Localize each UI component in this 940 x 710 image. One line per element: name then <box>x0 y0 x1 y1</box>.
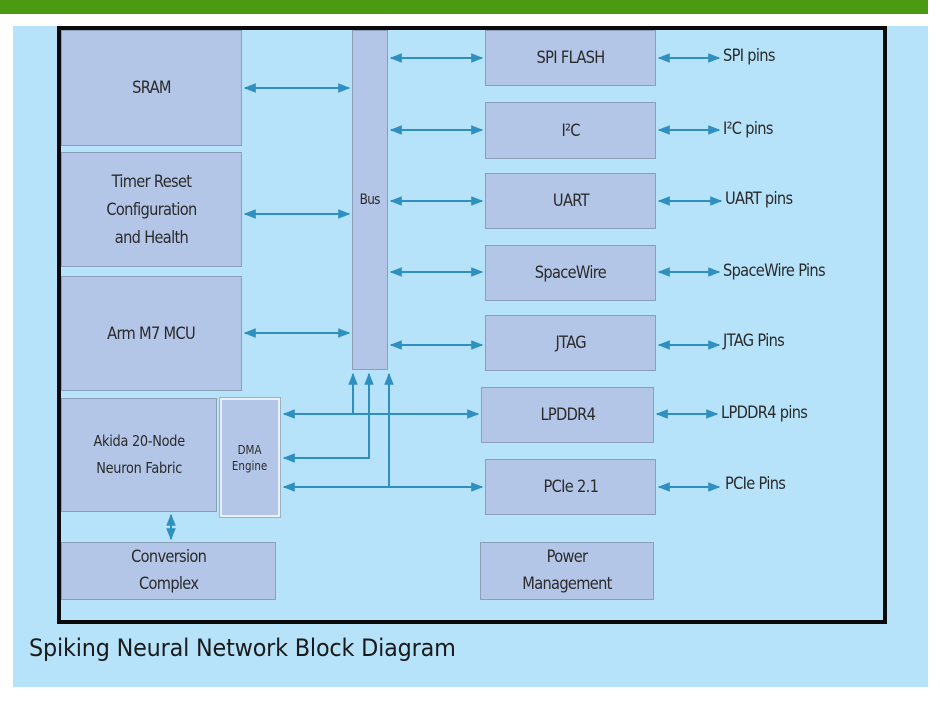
uart-label: UART <box>552 191 590 211</box>
lpddr4-pins-text: LPDDR4 pins <box>721 403 808 423</box>
chip-boundary-frame <box>57 26 887 624</box>
spi-pins-label: SPI pins <box>723 46 783 66</box>
i2c-block: I²C <box>485 102 656 159</box>
spacewire-label: SpaceWire <box>534 263 607 283</box>
power-management-block: Power Management <box>480 542 654 600</box>
sram-block: SRAM <box>61 30 242 146</box>
arm-mcu-block: Arm M7 MCU <box>61 276 242 391</box>
akida-fabric-block: Akida 20-Node Neuron Fabric <box>61 398 217 512</box>
pcie-label: PCIe 2.1 <box>543 477 598 497</box>
timer-reset-block: Timer Reset Configuration and Health <box>61 152 242 267</box>
uart-pins-text: UART pins <box>725 189 793 209</box>
uart-block: UART <box>485 173 656 229</box>
diagram-caption-text: Spiking Neural Network Block Diagram <box>29 634 456 662</box>
uart-pins-label: UART pins <box>725 189 803 209</box>
i2c-pins-label: I²C pins <box>723 119 781 139</box>
dma-engine-label: DMA Engine <box>232 442 268 473</box>
i2c-pins-text: I²C pins <box>723 119 773 139</box>
timer-reset-label: Timer Reset Configuration and Health <box>106 171 197 248</box>
bus-label: Bus <box>359 192 381 208</box>
conversion-complex-block: Conversion Complex <box>61 542 276 600</box>
lpddr4-block: LPDDR4 <box>481 387 654 443</box>
spacewire-block: SpaceWire <box>485 245 656 301</box>
dma-engine-block: DMA Engine <box>220 398 280 517</box>
jtag-label: JTAG <box>555 333 586 353</box>
power-management-label: Power Management <box>522 547 612 594</box>
spi-pins-text: SPI pins <box>723 46 775 66</box>
lpddr4-label: LPDDR4 <box>540 405 595 425</box>
jtag-pins-text: JTAG Pins <box>723 331 785 351</box>
pcie-pins-label: PCIe Pins <box>725 474 795 494</box>
header-accent-bar <box>0 0 928 14</box>
jtag-pins-label: JTAG Pins <box>723 331 794 351</box>
jtag-block: JTAG <box>485 315 656 371</box>
pcie-block: PCIe 2.1 <box>485 459 656 515</box>
lpddr4-pins-label: LPDDR4 pins <box>721 403 821 423</box>
spacewire-pins-label: SpaceWire Pins <box>723 261 841 281</box>
pcie-pins-text: PCIe Pins <box>725 474 786 494</box>
spi-flash-label: SPI FLASH <box>536 48 605 68</box>
spi-flash-block: SPI FLASH <box>485 30 656 86</box>
akida-fabric-label: Akida 20-Node Neuron Fabric <box>93 432 185 477</box>
conversion-complex-label: Conversion Complex <box>130 547 207 594</box>
diagram-caption: Spiking Neural Network Block Diagram <box>29 634 488 662</box>
spacewire-pins-text: SpaceWire Pins <box>723 261 826 281</box>
i2c-label: I²C <box>561 120 580 141</box>
sram-label: SRAM <box>132 78 171 98</box>
arm-mcu-label: Arm M7 MCU <box>107 323 197 344</box>
bus-block: Bus <box>352 30 388 370</box>
